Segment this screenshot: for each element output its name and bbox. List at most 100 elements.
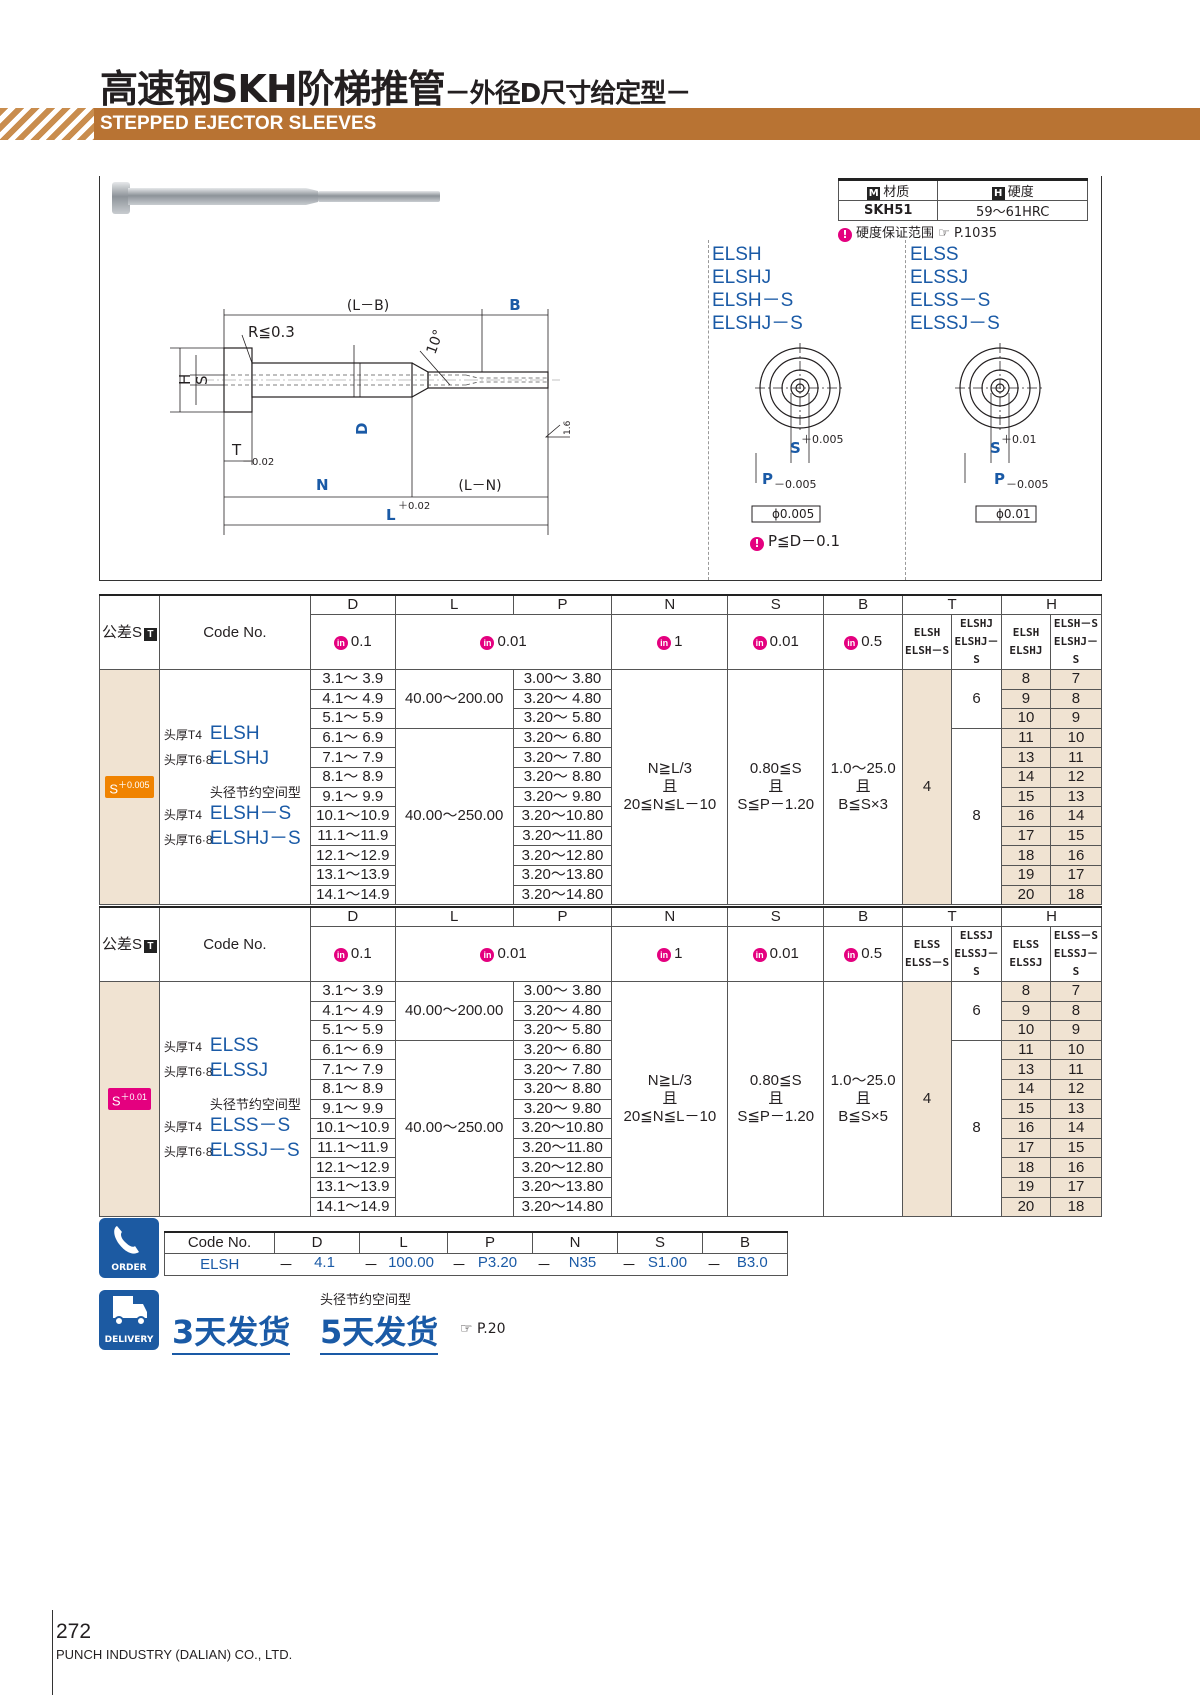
p-cell: 3.20～ 6.80 [512, 727, 613, 749]
dim-l-tol: ＋0.02 [398, 501, 430, 512]
series-list-left: ELSH ELSHJ ELSH－S ELSHJ－S [712, 243, 803, 335]
delivery-ref-text: P.20 [477, 1321, 506, 1337]
col-p: P [512, 594, 613, 615]
code-header: Code No. [158, 594, 311, 670]
b-line: 且 [855, 1090, 871, 1108]
h2-cell: 11 [1049, 747, 1103, 768]
h1-cell: 19 [1000, 1176, 1051, 1198]
section-p-label: P [762, 470, 773, 488]
info-icon: ! [750, 537, 764, 551]
tol-badge-s: S [109, 781, 119, 797]
tol-cell: S＋0.01 [99, 980, 160, 1218]
s-line: 且 [768, 778, 784, 796]
p-cell: 3.20～ 8.80 [512, 1078, 613, 1100]
unit-text: 0.01 [769, 945, 799, 962]
h-type-line: ELSHJ－S [1053, 635, 1099, 666]
col-h: H [1000, 906, 1103, 927]
order-value-text: P3.20 [477, 1253, 518, 1271]
p-cell: 3.20～ 5.80 [512, 1020, 613, 1041]
delivery-5-note: 头径节约空间型 [320, 1293, 412, 1308]
p-cell: 3.20～12.80 [512, 1157, 613, 1178]
tol-badge-up: ＋0.01 [120, 1091, 148, 1102]
col-b: B [823, 906, 904, 927]
h-type-line: ELSSJ [1009, 956, 1043, 969]
code-name: ELSSJ－S [209, 1140, 300, 1162]
order-value: －100.00 [359, 1252, 448, 1276]
h2-cell: 13 [1049, 1098, 1103, 1120]
increment-icon: in [480, 948, 495, 962]
drawing-frame [99, 176, 1102, 581]
hardness-note: !硬度保证范围 ☞ P.1035 [838, 222, 997, 242]
code-line: 头厚T6·8ELSSJ [164, 1059, 310, 1084]
b-line: 且 [855, 778, 871, 796]
h2-cell: 16 [1049, 845, 1103, 866]
hardness-label: 硬度 [1007, 185, 1034, 200]
h1-cell: 16 [1000, 1118, 1051, 1139]
order-example-table: Code No. D L P N S B ELSH －4.1 －100.00 －… [164, 1231, 788, 1276]
concentricity-box [975, 505, 1037, 523]
h2-cell: 9 [1049, 708, 1103, 729]
h1-cell: 9 [1000, 688, 1051, 710]
series-name: ELSS [910, 244, 959, 265]
delivery-ref[interactable]: ☞ P.20 [460, 1321, 506, 1337]
code-name: ELSHJ [209, 748, 270, 770]
code-name: ELSSJ [209, 1060, 268, 1082]
d-cell: 9.1～ 9.9 [309, 786, 396, 808]
delivery-5-days: 5天发货 [320, 1307, 439, 1355]
col-l: L [394, 594, 514, 615]
dim-n: N [316, 476, 329, 494]
tol-badge-up: ＋0.005 [118, 779, 150, 790]
col-n: N [611, 906, 729, 927]
unit-text: 0.5 [861, 945, 883, 962]
code-prefix: 头厚T6·8 [163, 1145, 213, 1160]
hardness-ref[interactable]: P.1035 [953, 226, 997, 241]
material-label: 材质 [883, 185, 910, 200]
l-cell: 40.00～250.00 [394, 1039, 514, 1218]
series-list-right: ELSS ELSSJ ELSS－S ELSSJ－S [910, 243, 1000, 335]
d-cell: 14.1～14.9 [309, 884, 396, 906]
unit-text: 0.5 [861, 633, 883, 650]
section-conc: ϕ0.01 [996, 507, 1031, 521]
p-cell: 3.20～10.80 [512, 806, 613, 827]
code-prefix: 头厚T4 [163, 1120, 202, 1135]
roughness-value: 1.6 [563, 420, 573, 435]
p-cell: 3.20～ 9.80 [512, 1098, 613, 1120]
technical-drawing: (L－B) B R≦0.3 10° H S T －0.02 D N (L－N) … [170, 296, 573, 535]
increment-icon: in [752, 948, 767, 962]
p-cell: 3.20～ 8.80 [512, 766, 613, 788]
series-name: ELSHJ [712, 267, 772, 288]
order-header: D [274, 1231, 360, 1254]
unit-text: 0.1 [350, 633, 372, 650]
p-cell: 3.20～ 9.80 [512, 786, 613, 808]
pointer-icon: ☞ [460, 1321, 473, 1337]
t-type-line: ELSHJ－S [954, 635, 999, 666]
p-cell: 3.20～ 7.80 [512, 1059, 613, 1080]
t-type-line: ELSH [913, 626, 941, 639]
col-n: N [611, 594, 729, 615]
d-cell: 14.1～14.9 [309, 1196, 396, 1218]
section-p-tol: －0.005 [774, 478, 817, 491]
t-type-line: ELSS [913, 938, 941, 951]
order-value-text: 100.00 [388, 1253, 434, 1271]
dim-d: D [353, 423, 371, 435]
l-cell: 40.00～200.00 [394, 669, 514, 729]
band-stripe [0, 108, 100, 140]
divider-dash [708, 240, 709, 580]
increment-icon: in [333, 948, 348, 962]
